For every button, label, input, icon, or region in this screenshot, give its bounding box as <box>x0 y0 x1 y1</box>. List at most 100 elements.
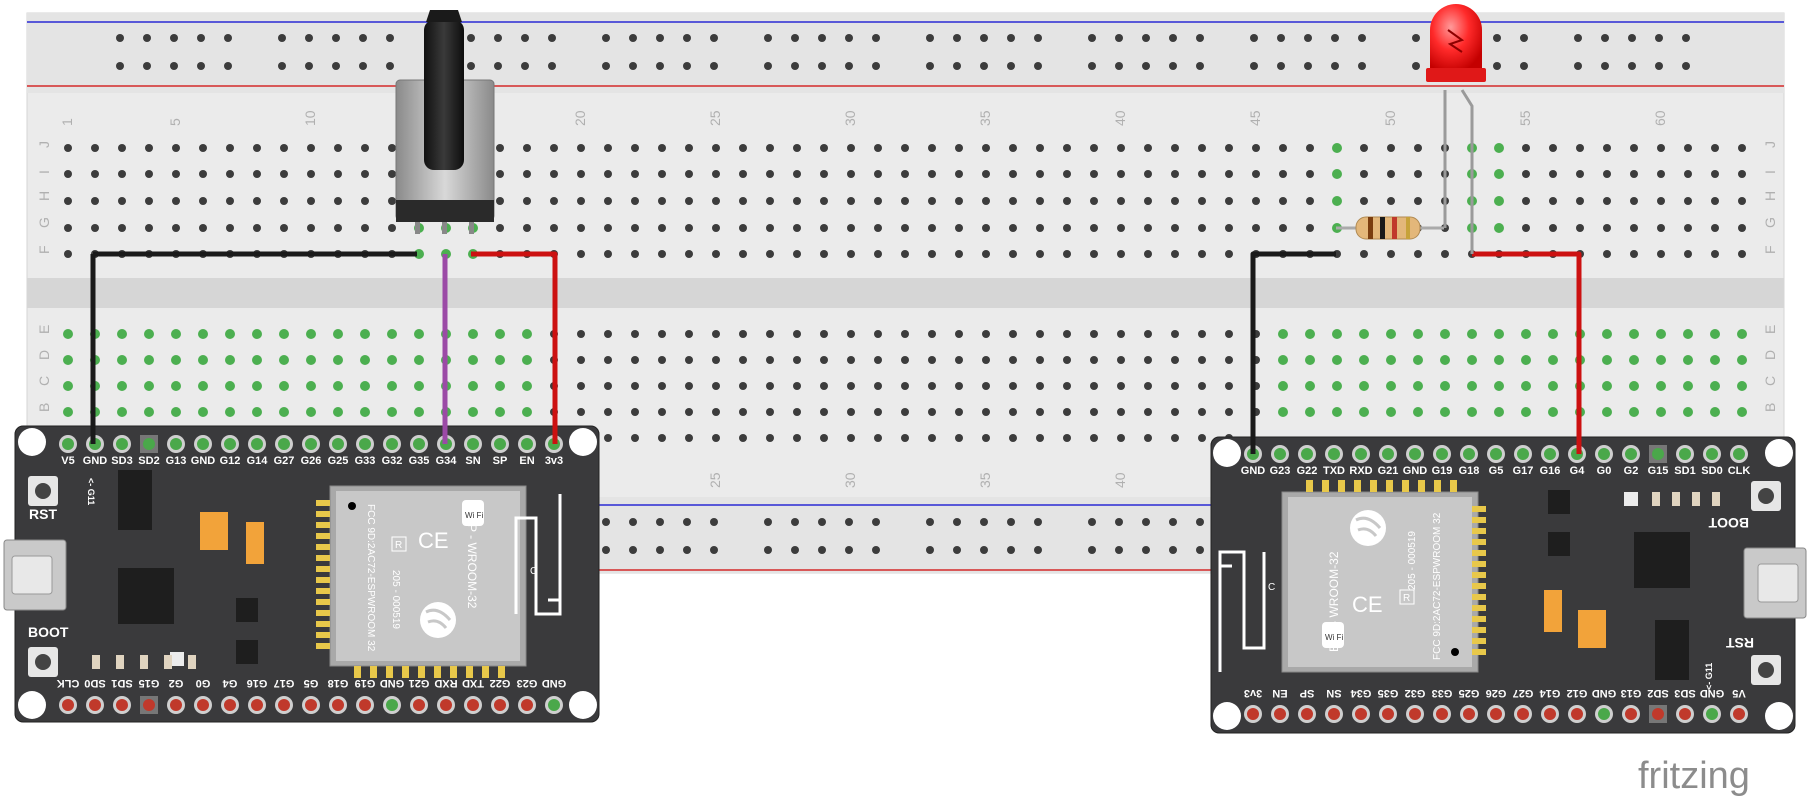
header-pin[interactable] <box>1625 708 1637 720</box>
header-pin[interactable] <box>170 438 182 450</box>
header-pin[interactable] <box>359 699 371 711</box>
header-pin[interactable] <box>143 699 155 711</box>
header-pin[interactable] <box>1355 448 1367 460</box>
header-pin[interactable] <box>1436 708 1448 720</box>
header-pin[interactable] <box>1733 708 1745 720</box>
rst-button-cap[interactable] <box>35 483 51 499</box>
header-pin[interactable] <box>467 699 479 711</box>
header-pin[interactable] <box>143 438 155 450</box>
header-pin[interactable] <box>62 438 74 450</box>
rail-hole <box>710 34 718 42</box>
header-pin[interactable] <box>1571 708 1583 720</box>
header-pin[interactable] <box>305 438 317 450</box>
header-pin[interactable] <box>494 699 506 711</box>
header-pin[interactable] <box>224 438 236 450</box>
header-pin-label: G16 <box>247 677 268 689</box>
header-pin[interactable] <box>386 438 398 450</box>
header-pin[interactable] <box>1679 448 1691 460</box>
header-pin[interactable] <box>251 438 263 450</box>
header-pin[interactable] <box>1274 708 1286 720</box>
mount-hole <box>1213 702 1241 730</box>
breadboard-hole <box>820 434 828 442</box>
breadboard-hole <box>496 224 504 232</box>
header-pin[interactable] <box>251 699 263 711</box>
header-pin[interactable] <box>1706 708 1718 720</box>
boot-button-cap[interactable] <box>1758 488 1774 504</box>
breadboard-hole <box>280 197 288 205</box>
led[interactable] <box>1426 4 1486 254</box>
header-pin[interactable] <box>386 699 398 711</box>
header-pin[interactable] <box>1490 708 1502 720</box>
resistor-band <box>1368 217 1373 239</box>
header-pin[interactable] <box>1355 708 1367 720</box>
rail-hole <box>764 34 772 42</box>
header-pin[interactable] <box>1544 448 1556 460</box>
breadboard-hole <box>847 144 855 152</box>
header-pin[interactable] <box>1301 708 1313 720</box>
header-pin[interactable] <box>1598 448 1610 460</box>
resistor[interactable] <box>1336 216 1444 240</box>
header-pin[interactable] <box>1517 708 1529 720</box>
header-pin[interactable] <box>1625 448 1637 460</box>
header-pin[interactable] <box>1247 708 1259 720</box>
header-pin[interactable] <box>197 699 209 711</box>
led-wire-g4[interactable] <box>1472 251 1582 454</box>
header-pin[interactable] <box>413 438 425 450</box>
header-pin[interactable] <box>116 438 128 450</box>
breadboard-hole <box>1279 170 1287 178</box>
header-pin[interactable] <box>1544 708 1556 720</box>
header-pin[interactable] <box>548 699 560 711</box>
header-pin[interactable] <box>62 699 74 711</box>
header-pin[interactable] <box>116 699 128 711</box>
header-pin[interactable] <box>1436 448 1448 460</box>
module-castellated-pin <box>1472 506 1486 512</box>
header-pin[interactable] <box>305 699 317 711</box>
header-pin[interactable] <box>1328 708 1340 720</box>
header-pin[interactable] <box>1382 448 1394 460</box>
breadboard-hole <box>1630 250 1638 258</box>
header-pin[interactable] <box>332 699 344 711</box>
header-pin[interactable] <box>1598 708 1610 720</box>
header-pin[interactable] <box>332 438 344 450</box>
header-pin[interactable] <box>1679 708 1691 720</box>
header-pin[interactable] <box>1409 708 1421 720</box>
breadboard-hole <box>1198 382 1206 390</box>
potentiometer-knob[interactable] <box>424 20 464 170</box>
header-pin[interactable] <box>89 699 101 711</box>
header-pin[interactable] <box>1328 448 1340 460</box>
header-pin[interactable] <box>1652 448 1664 460</box>
header-pin[interactable] <box>521 438 533 450</box>
breadboard-hole <box>685 356 693 364</box>
header-pin[interactable] <box>1463 708 1475 720</box>
boot-button-cap[interactable] <box>35 654 51 670</box>
breadboard-hole <box>874 356 882 364</box>
gnd-wire-right[interactable] <box>1250 251 1336 454</box>
breadboard-hole <box>712 170 720 178</box>
header-pin[interactable] <box>278 699 290 711</box>
header-pin[interactable] <box>413 699 425 711</box>
header-pin[interactable] <box>1463 448 1475 460</box>
header-pin[interactable] <box>1382 708 1394 720</box>
header-pin[interactable] <box>359 438 371 450</box>
potentiometer[interactable] <box>395 10 495 234</box>
header-pin[interactable] <box>440 699 452 711</box>
header-pin[interactable] <box>1409 448 1421 460</box>
header-pin[interactable] <box>170 699 182 711</box>
header-pin[interactable] <box>224 699 236 711</box>
header-pin[interactable] <box>1706 448 1718 460</box>
header-pin[interactable] <box>1490 448 1502 460</box>
breadboard-hole <box>1548 407 1558 417</box>
header-pin[interactable] <box>278 438 290 450</box>
header-pin-label: SN <box>465 455 480 467</box>
header-pin[interactable] <box>1652 708 1664 720</box>
rst-button-cap[interactable] <box>1758 662 1774 678</box>
header-pin[interactable] <box>494 438 506 450</box>
header-pin[interactable] <box>1274 448 1286 460</box>
header-pin[interactable] <box>1733 448 1745 460</box>
header-pin[interactable] <box>197 438 209 450</box>
header-pin[interactable] <box>521 699 533 711</box>
power-wire-3v3[interactable] <box>471 251 558 444</box>
header-pin[interactable] <box>467 438 479 450</box>
header-pin[interactable] <box>1301 448 1313 460</box>
header-pin[interactable] <box>1517 448 1529 460</box>
